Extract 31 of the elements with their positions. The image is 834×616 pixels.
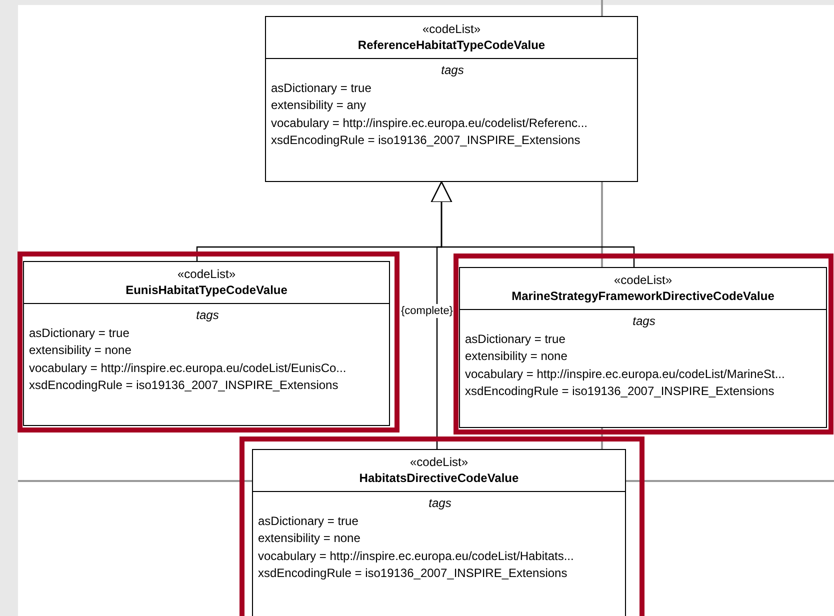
compartment-title: tags xyxy=(195,307,220,324)
class-name: HabitatsDirectiveCodeValue xyxy=(358,470,520,486)
tagged-value: asDictionary = true xyxy=(29,324,130,342)
tagged-value: extensibility = none xyxy=(465,348,568,365)
tagged-value: asDictionary = true xyxy=(465,330,566,348)
tagged-value: vocabulary = http://inspire.ec.europa.eu/codelist/Referenc... xyxy=(271,114,589,132)
class-name: MarineStrategyFrameworkDirectiveCodeValue xyxy=(510,288,776,304)
constraint-label: {complete} xyxy=(401,304,453,318)
stereotype: «codeList» xyxy=(176,266,237,282)
tagged-value: extensibility = any xyxy=(271,97,368,114)
stereotype: «codeList» xyxy=(421,21,482,37)
compartment-title: tags xyxy=(632,313,656,330)
tagged-value: xsdEncodingRule = iso19136_2007_INSPIRE_Extensions xyxy=(465,383,776,400)
tagged-value: xsdEncodingRule = iso19136_2007_INSPIRE_Extensions xyxy=(271,132,582,149)
tagged-value: vocabulary = http://inspire.ec.europa.eu/codeList/Habitats... xyxy=(258,548,575,564)
class-box xyxy=(265,16,638,182)
tagged-value: extensibility = none xyxy=(258,530,362,547)
stereotype: «codeList» xyxy=(408,454,470,470)
tagged-value: xsdEncodingRule = iso19136_2007_INSPIRE_Extensions xyxy=(29,377,340,394)
tagged-value: vocabulary = http://inspire.ec.europa.eu/codeList/MarineSt... xyxy=(465,366,786,382)
class-name: EunisHabitatTypeCodeValue xyxy=(124,282,288,298)
stereotype: «codeList» xyxy=(612,272,674,288)
tagged-value: extensibility = none xyxy=(29,342,132,359)
tagged-value: asDictionary = true xyxy=(258,512,360,530)
generalization-arrow xyxy=(430,181,452,449)
compartment-title: tags xyxy=(440,62,465,79)
tagged-value: vocabulary = http://inspire.ec.europa.eu/codeList/EunisCo... xyxy=(29,360,348,376)
class-name: ReferenceHabitatTypeCodeValue xyxy=(356,37,546,53)
tagged-value: xsdEncodingRule = iso19136_2007_INSPIRE_Extensions xyxy=(258,565,568,582)
tagged-value: asDictionary = true xyxy=(271,80,372,96)
compartment-title: tags xyxy=(428,495,452,512)
